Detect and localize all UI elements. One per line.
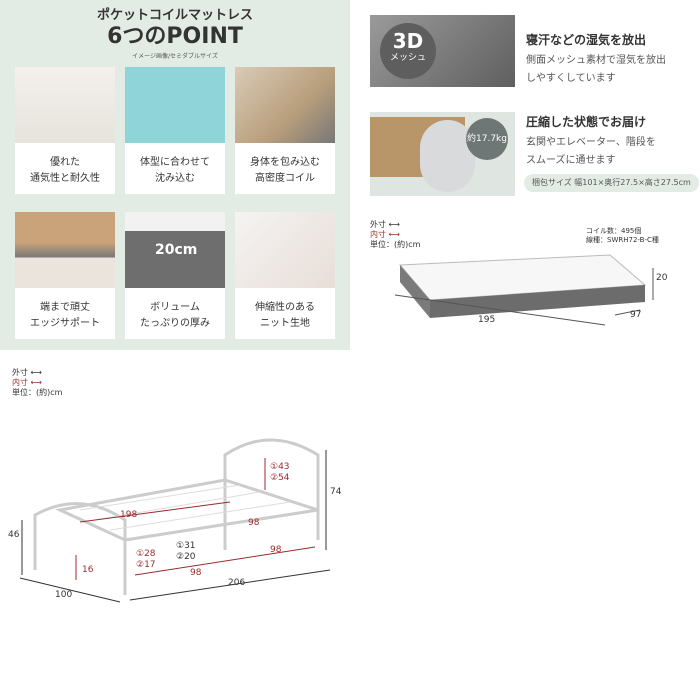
point-image <box>125 67 225 143</box>
point-card: 優れた通気性と耐久性 <box>15 67 115 194</box>
dim-foot-height: 46 <box>8 530 20 540</box>
wire-type: 線種：SWRH72-B-C種 <box>586 236 659 244</box>
weight-badge: 約17.7kg <box>466 118 508 160</box>
point-image <box>235 67 335 143</box>
point-text: 通気性と耐久性 <box>30 173 100 184</box>
package-size: 梱包サイズ 幅101×奥行27.5×高さ27.5cm <box>524 174 699 192</box>
height-label: 20 <box>656 273 668 283</box>
mesh-photo: 3D メッシュ <box>370 15 515 87</box>
point-text: ボリューム <box>150 302 200 313</box>
coil-count: コイル数：495個 <box>586 227 642 235</box>
unit-label: 単位：(約)cm <box>370 240 421 249</box>
point-text: 高密度コイル <box>255 173 315 184</box>
legend-outer: 外寸 <box>12 368 28 377</box>
point-image <box>235 212 335 288</box>
dim-slat-height: ①31 ②20 <box>176 541 196 562</box>
feature-title: 圧縮した状態でお届け <box>526 115 647 129</box>
dim-inner-width: 98 <box>248 518 260 528</box>
image-note: イメージ画像/セミダブルサイズ <box>132 53 218 60</box>
dim-width: 100 <box>55 590 73 600</box>
point-text: 優れた <box>50 157 80 168</box>
dim-under-height: ①28 ②17 <box>136 549 156 570</box>
point-text: 体型に合わせて <box>140 157 210 168</box>
width-label: 97 <box>630 310 642 320</box>
legend-inner: 内寸 <box>12 378 28 387</box>
dim-inner-width-front: 98 <box>190 568 202 578</box>
dim-inner-width-bottom: 98 <box>270 545 282 555</box>
point-text: エッジサポート <box>30 318 100 329</box>
product-title: ポケットコイルマットレス <box>96 8 253 23</box>
point-text: 伸縮性のある <box>255 302 315 313</box>
point-card: 体型に合わせて沈み込む <box>125 67 225 194</box>
bed-legend: 外寸 ⟷ 内寸 ⟷ 単位：(約)cm <box>12 368 63 397</box>
dim-headboard: ①43 ②54 <box>270 462 290 483</box>
legend-inner: 内寸 <box>370 230 386 239</box>
six-points-panel: ポケットコイルマットレス 6つのPOINT イメージ画像/セミダブルサイズ 優れ… <box>0 0 350 350</box>
headline: 6つのPOINT <box>107 24 243 49</box>
thickness-badge: 20cm <box>155 242 198 258</box>
feature-text: 側面メッシュ素材で湿気を放出 <box>526 55 666 66</box>
feature-text: しやすくしています <box>526 73 616 84</box>
dim-inner-length: 198 <box>120 510 138 520</box>
bed-frame-diagram <box>19 438 331 603</box>
point-image: 20cm <box>125 212 225 288</box>
point-text: 身体を包み込む <box>250 157 320 168</box>
feature-text: 玄関やエレベーター、階段を <box>526 137 656 148</box>
unit-label: 単位：(約)cm <box>12 388 63 397</box>
point-text: ニット生地 <box>260 318 310 329</box>
mattress-diagram <box>394 254 654 326</box>
mattress-legend: 外寸 ⟷ 内寸 ⟷ 単位：(約)cm <box>370 220 421 249</box>
point-card: 端まで頑丈エッジサポート <box>15 212 115 339</box>
point-image <box>15 67 115 143</box>
length-label: 195 <box>478 315 496 325</box>
point-card: 伸縮性のあるニット生地 <box>235 212 335 339</box>
point-text: たっぷりの厚み <box>140 318 210 329</box>
point-text: 沈み込む <box>155 173 195 184</box>
feature-text: スムーズに通せます <box>526 155 616 166</box>
dim-leg-clearance: 16 <box>82 565 94 575</box>
3d-badge: 3D <box>392 29 424 53</box>
dim-total-height: 74 <box>330 487 342 497</box>
point-text: 端まで頑丈 <box>40 302 90 313</box>
point-card: 身体を包み込む高密度コイル <box>235 67 335 194</box>
point-card: 20cm ボリュームたっぷりの厚み <box>125 212 225 339</box>
point-image <box>15 212 115 288</box>
compressed-photo: 約17.7kg <box>370 112 515 196</box>
feature-title: 寝汗などの湿気を放出 <box>526 33 647 47</box>
legend-outer: 外寸 <box>370 220 386 229</box>
mesh-label: メッシュ <box>389 53 426 63</box>
dim-length: 206 <box>228 578 246 588</box>
